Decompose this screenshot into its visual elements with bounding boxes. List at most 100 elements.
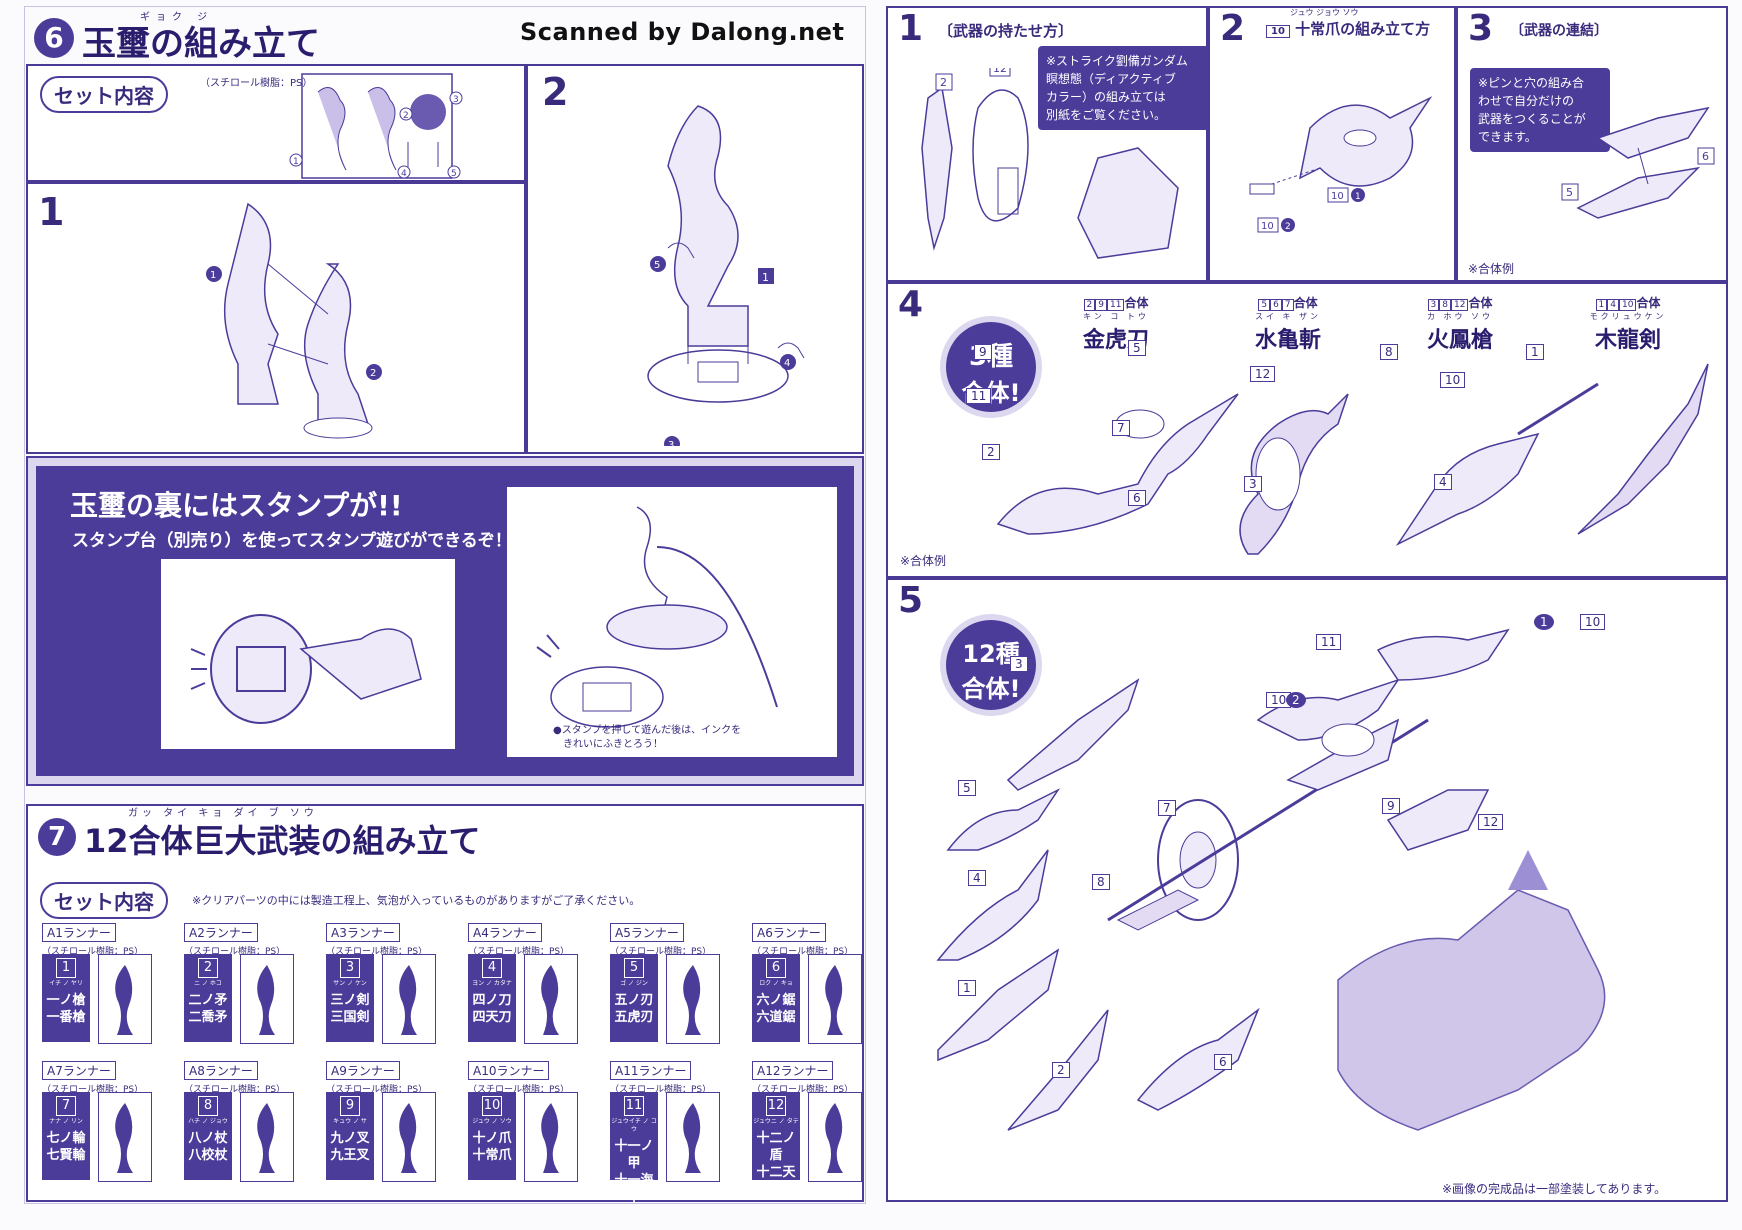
runner-part-number: 12 <box>766 1096 786 1116</box>
runner-part-number: 10 <box>482 1096 502 1116</box>
weapon-ruby: カ ホウ ソウ <box>1426 312 1494 321</box>
runner-name: A6ランナー <box>752 923 826 942</box>
runner-part-number: 3 <box>340 958 360 978</box>
step-number: 2 <box>542 70 569 114</box>
part-number-tag: 4 <box>1607 299 1619 311</box>
part-number-label: 10 <box>1440 372 1466 388</box>
part-number-tag: 10 <box>1619 299 1637 311</box>
runner-weapon-name: 一番槍 <box>46 1010 86 1025</box>
runner-material: （スチロール樹脂：PS） <box>42 947 144 957</box>
callout-line: 武器をつくることが <box>1478 112 1586 126</box>
runner-ruby: ヨン ノ カタナ <box>472 980 512 987</box>
runner-weapon-name: 十常爪 <box>472 1148 512 1163</box>
runner-name: A4ランナー <box>468 923 542 942</box>
part-number-label: 3 <box>1010 656 1028 672</box>
runner-part-number: 6 <box>766 958 786 978</box>
callout-note: ※ストライク劉備ガンダム 瞑想態（ディアクティブ カラー）の組み立ては 別紙をご… <box>1038 46 1214 130</box>
svg-text:10: 10 <box>1331 191 1344 202</box>
section-number-badge: 7 <box>38 818 76 856</box>
part-number-label: 1 <box>1534 614 1554 630</box>
clear-parts-note: ※クリアパーツの中には製造工程上、気泡が入っているものがありますがご了承ください… <box>192 894 641 907</box>
panel-title: 〔武器の持たせ方〕 <box>938 22 1074 40</box>
step2-illustration: 1 5 4 3 <box>647 105 805 446</box>
part-number-tag: 1 <box>1595 299 1608 311</box>
combo-suffix: 合体 <box>1293 296 1318 310</box>
panel-weapon-holding: 1 〔武器の持たせ方〕 ※ストライク劉備ガンダム 瞑想態（ディアクティブ カラー… <box>886 6 1214 282</box>
furigana: ガッ タイ キョ ダイ ブ ソウ <box>128 808 318 819</box>
combo3-illustration <box>996 363 1709 555</box>
part-number-label: 11 <box>1316 634 1342 650</box>
section-number-badge: 6 <box>34 18 74 58</box>
part-number-tag: 11 <box>1107 299 1125 311</box>
runner-part-name: 二ノ矛 <box>188 993 228 1008</box>
part-number-label: 2 <box>1052 1062 1070 1078</box>
panel-weapon-connect: 3 〔武器の連結〕 ※ピンと穴の組み合 わせで自分だけの 武器をつくることが で… <box>1456 6 1728 282</box>
section-7-header-bar: ガッ タイ キョ ダイ ブ ソウ 7 12合体巨大武装の組み立て <box>26 804 864 862</box>
runner-part-number: 8 <box>198 1096 218 1116</box>
part-number-label: 2 <box>1286 692 1306 708</box>
part-number-tag: 7 <box>1281 299 1294 311</box>
runner-image <box>98 1092 152 1182</box>
runner-part-number: 5 <box>624 958 644 978</box>
runner-ruby: ジュウイチ ノ コウ <box>611 1118 657 1133</box>
left-page-frame <box>24 6 866 1204</box>
section-title: 玉璽の組み立て <box>82 24 320 64</box>
part-number-label: 11 <box>966 388 992 404</box>
part-number-label: 4 <box>968 870 986 886</box>
part-number-label: 9 <box>1382 798 1400 814</box>
part-number-tag: 8 <box>1439 299 1451 311</box>
runner-weapon-name: 五虎刃 <box>614 1010 654 1025</box>
step-number: 3 <box>1468 8 1494 49</box>
part-number-tag: 9 <box>1095 299 1107 311</box>
furigana: ジュウ ジョウ ソウ <box>1290 8 1359 17</box>
runner-material: （スチロール樹脂：PS） <box>610 1085 712 1095</box>
runner-part-name: 七ノ輪 <box>46 1131 86 1146</box>
part-number-label: 1 <box>958 980 976 996</box>
runner-material: （スチロール樹脂：PS） <box>468 1085 570 1095</box>
runner-image <box>666 1092 720 1182</box>
stamp-subtitle: スタンプ台（別売り）を使ってスタンプ遊びができるぞ！ <box>72 531 512 551</box>
sec6-step1-panel: 1 1 2 <box>26 182 526 454</box>
part-number-label: 5 <box>958 780 976 796</box>
runner-weapon-name: 十二天盾 <box>756 1165 796 1197</box>
runner-ruby: サン ノ ケン <box>333 980 367 987</box>
weapon-name: 木龍剣 <box>1594 328 1661 353</box>
runner-material: （スチロール樹脂：PS） <box>610 947 712 957</box>
step-number: 1 <box>898 8 924 49</box>
runner-material: （スチロール樹脂：PS） <box>184 1085 286 1095</box>
svg-text:1: 1 <box>210 270 216 281</box>
section-title: 12合体巨大武装の組み立て <box>84 822 481 860</box>
callout-line: ※ピンと穴の組み合 <box>1478 76 1585 90</box>
runner-image <box>524 1092 578 1182</box>
sec6-runner-illustration: 2 3 1 4 5 <box>289 73 463 179</box>
svg-text:1: 1 <box>762 271 769 284</box>
runner-part-number: 4 <box>482 958 502 978</box>
panel-claw-assembly: 2 ジュウ ジョウ ソウ 10 十常爪の組み立て方 10 1 10 2 <box>1208 6 1456 282</box>
runner-image <box>666 954 720 1044</box>
connect-illustration: 6 5 <box>1561 106 1715 219</box>
callout-line: わせで自分だけの <box>1478 94 1575 108</box>
runner-name: A3ランナー <box>326 923 400 942</box>
svg-text:4: 4 <box>784 358 790 369</box>
part-number-label: 7 <box>1112 420 1130 436</box>
part-number-tag: 10 <box>1266 25 1290 38</box>
part-number-label: 3 <box>1244 476 1262 492</box>
stamp-note-line1: ●スタンプを押して遊んだ後は、インクを <box>553 725 742 736</box>
step-number: 5 <box>898 580 924 621</box>
part-number-label: 9 <box>974 344 992 360</box>
runner-weapon-name: 七賢輪 <box>46 1148 86 1163</box>
svg-text:4: 4 <box>401 169 407 179</box>
svg-text:2: 2 <box>1285 222 1291 232</box>
runner-material: （スチロール樹脂：PS） <box>184 947 286 957</box>
runner-image <box>382 954 436 1044</box>
svg-text:1: 1 <box>1355 192 1361 202</box>
